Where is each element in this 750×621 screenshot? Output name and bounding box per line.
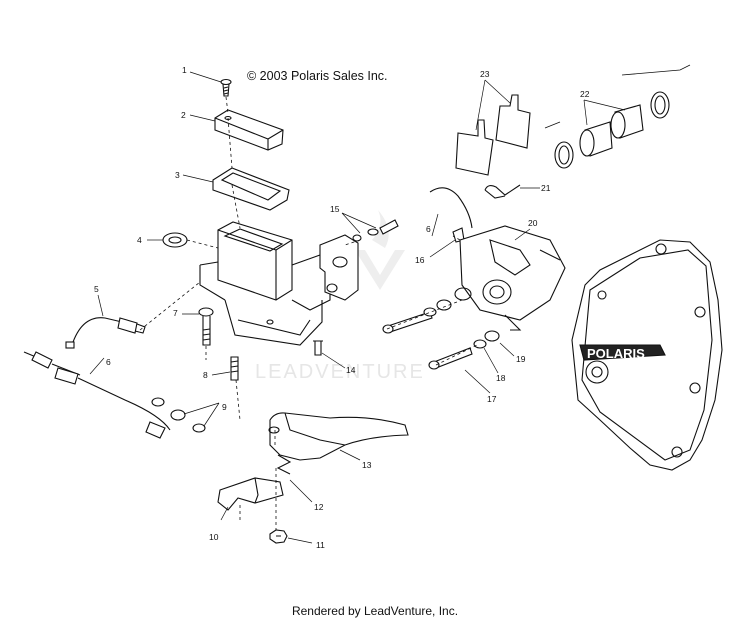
callout-11: 11 [316, 540, 325, 550]
part-19-washers[interactable] [484, 330, 500, 342]
part-23-brake-pads[interactable] [455, 94, 531, 176]
callout-6b: 6 [426, 224, 431, 234]
part-15-bracket[interactable] [319, 219, 399, 301]
callout-17: 17 [487, 394, 497, 404]
callout-4: 4 [137, 235, 142, 245]
part-3-gasket[interactable] [212, 167, 290, 211]
part-8-screw[interactable] [230, 356, 239, 381]
callout-21: 21 [541, 183, 551, 193]
callout-14: 14 [346, 365, 356, 375]
callout-10: 10 [209, 532, 219, 542]
callout-2: 2 [181, 110, 186, 120]
part-10-lever-hinge[interactable] [217, 477, 284, 511]
callout-1: 1 [182, 65, 187, 75]
callout-5: 5 [94, 284, 99, 294]
callout-23: 23 [480, 69, 490, 79]
part-6-brake-hose[interactable] [23, 351, 171, 439]
chaincase-cover[interactable] [571, 239, 723, 471]
callout-15: 15 [330, 204, 340, 214]
part-11-nut[interactable] [269, 529, 288, 544]
callout-labels: 1 2 3 4 5 6 6 7 8 9 10 11 12 13 14 15 16… [94, 65, 590, 550]
part-14-pin[interactable] [313, 340, 323, 356]
part-7-pivot-bolt[interactable] [198, 307, 214, 346]
callout-12: 12 [314, 502, 324, 512]
part-13-brake-lever[interactable] [268, 412, 409, 461]
part-6-caliper-hose[interactable] [429, 187, 473, 229]
callout-22: 22 [580, 89, 590, 99]
master-cylinder-body[interactable] [199, 221, 331, 346]
watermark-text: LEADVENTURE [255, 361, 425, 383]
callout-3: 3 [175, 170, 180, 180]
leader-lines [89, 71, 626, 544]
part-21-pad-clip[interactable] [484, 184, 521, 199]
cover-logo: POLARIS [587, 346, 645, 361]
callout-9: 9 [222, 402, 227, 412]
part-4-seal[interactable] [162, 232, 188, 248]
callout-8: 8 [203, 370, 208, 380]
callout-7: 7 [173, 308, 178, 318]
part-9-crush-washers[interactable] [151, 397, 206, 433]
part-12-spring[interactable] [276, 454, 292, 475]
callout-18: 18 [496, 373, 506, 383]
callout-16: 16 [415, 255, 425, 265]
part-17-caliper-bolts[interactable] [382, 311, 473, 370]
footer-credit: Rendered by LeadVenture, Inc. [291, 604, 459, 618]
part-1-screw[interactable] [220, 78, 232, 97]
callout-19: 19 [516, 354, 526, 364]
callout-13: 13 [362, 460, 372, 470]
callout-20: 20 [528, 218, 538, 228]
part-5-switch-sensor[interactable] [65, 317, 146, 349]
part-2-reservoir-cover[interactable] [214, 109, 284, 151]
part-22-pistons-and-seals[interactable] [554, 91, 670, 169]
copyright-text: © 2003 Polaris Sales Inc. [247, 69, 388, 83]
part-18-washers[interactable] [423, 299, 487, 349]
part-20-brake-caliper[interactable] [454, 225, 566, 331]
callout-6a: 6 [106, 357, 111, 367]
